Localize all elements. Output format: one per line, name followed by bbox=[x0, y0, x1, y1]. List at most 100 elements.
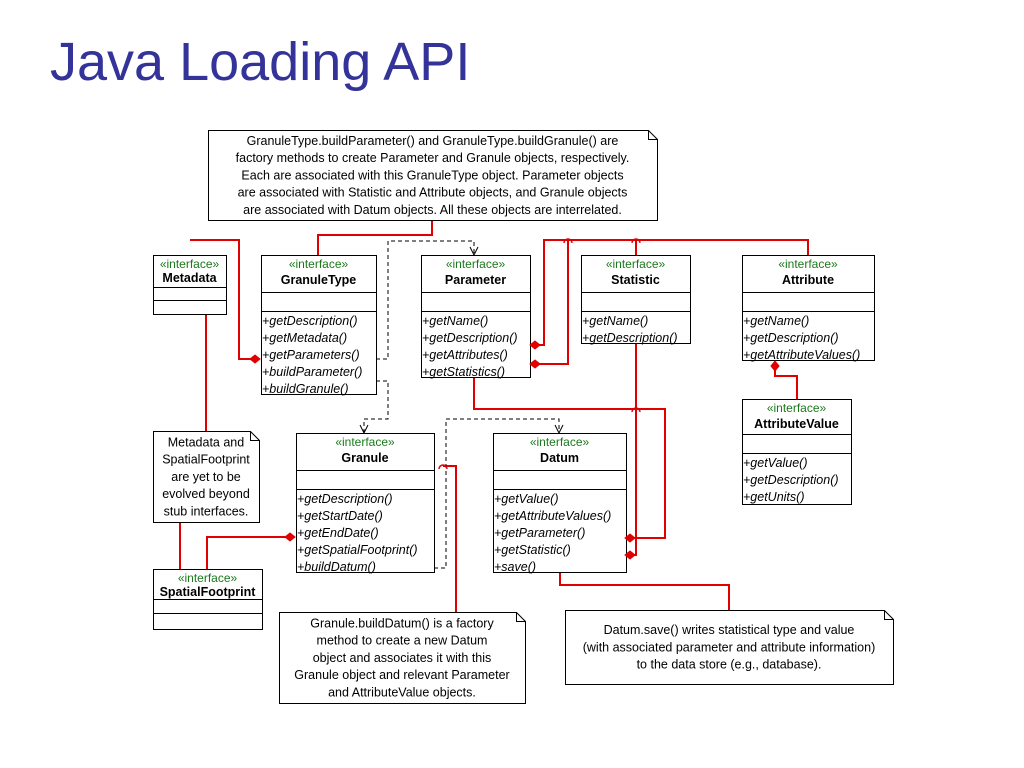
assoc-granule-spatialfootprint bbox=[206, 536, 290, 569]
note-box bbox=[208, 130, 658, 221]
class-method: +getValue() bbox=[494, 492, 559, 506]
class-name: GranuleType bbox=[281, 273, 357, 287]
assoc-granuletype-top-note bbox=[317, 220, 433, 255]
class-method: +getName() bbox=[582, 314, 648, 328]
note-box bbox=[565, 610, 894, 685]
note-line: Each are associated with this GranuleTyp… bbox=[241, 168, 623, 182]
class-statistic[interactable]: «interface» Statistic +getName() +getDescri… bbox=[581, 255, 691, 346]
class-method: +getMetadata() bbox=[262, 331, 347, 345]
crossing-hop-parameter-attribute bbox=[563, 238, 573, 244]
crossing-hop-datum bbox=[631, 407, 641, 413]
class-datum[interactable]: «interface» Datum +getValue() +getAttribute… bbox=[493, 433, 627, 575]
class-method: +getDescription() bbox=[262, 314, 358, 328]
note-fold bbox=[516, 612, 526, 622]
note-line: Granule object and relevant Parameter bbox=[294, 668, 509, 682]
class-method: +getDescription() bbox=[743, 473, 839, 487]
class-name: Metadata bbox=[162, 271, 217, 285]
diamond-parameter-attributes bbox=[529, 359, 541, 369]
class-method: +buildParameter() bbox=[262, 365, 362, 379]
note-line: are associated with Statistic and Attrib… bbox=[238, 186, 628, 200]
dep-buildparameter-parameter bbox=[376, 240, 474, 360]
class-method: +getDescription() bbox=[422, 331, 518, 345]
class-name: AttributeValue bbox=[754, 417, 839, 431]
class-box bbox=[581, 255, 691, 344]
note-line: are associated with Datum objects. All t… bbox=[243, 203, 622, 217]
dep-builddatum-datum bbox=[434, 418, 559, 569]
slide-title: Java Loading API bbox=[50, 32, 471, 92]
assoc-attribute-attributevalue bbox=[774, 366, 798, 399]
class-method: +getAttributes() bbox=[422, 348, 508, 362]
class-method: +getName() bbox=[422, 314, 488, 328]
note-granule: Granule.buildDatum() is a factorymethod … bbox=[279, 612, 526, 704]
class-box bbox=[742, 399, 852, 505]
note-fold bbox=[884, 610, 894, 620]
assoc-granule-note bbox=[443, 465, 457, 612]
class-method: +getUnits() bbox=[743, 490, 804, 504]
note-line: SpatialFootprint bbox=[162, 453, 250, 467]
note-line: Granule.buildDatum() is a factory bbox=[310, 616, 494, 630]
class-stereotype: «interface» bbox=[606, 257, 666, 271]
class-attributevalue[interactable]: «interface» AttributeValue +getValue() +get… bbox=[742, 399, 852, 505]
class-box bbox=[421, 255, 531, 378]
assoc-parameter-attribute bbox=[534, 239, 809, 365]
note-line: evolved beyond bbox=[162, 487, 250, 501]
class-granule[interactable]: «interface»Granule+getDescription()+getS… bbox=[296, 433, 435, 575]
class-method: +getAttributeValues() bbox=[743, 348, 860, 362]
note-line: GranuleType.buildParameter() and Granule… bbox=[247, 134, 619, 148]
note-line: factory methods to create Parameter and … bbox=[236, 151, 630, 165]
assoc-datum-note bbox=[559, 572, 730, 610]
class-attribute[interactable]: «interface»Attribute+getName()+getDescri… bbox=[742, 255, 875, 363]
endpoint-layer bbox=[249, 238, 780, 560]
class-method: +getParameters() bbox=[262, 348, 360, 362]
class-method: +getEndDate() bbox=[297, 526, 379, 540]
class-name: Parameter bbox=[445, 273, 506, 287]
assoc-parameter-datum bbox=[473, 377, 666, 539]
class-box bbox=[493, 433, 627, 573]
assoc-statistic-datum bbox=[632, 343, 637, 556]
note-line: are yet to be bbox=[171, 470, 241, 484]
class-method: +buildGranule() bbox=[262, 382, 349, 396]
note-line: to the data store (e.g., database). bbox=[637, 658, 822, 672]
note-line: and AttributeValue objects. bbox=[328, 685, 476, 699]
class-metadata[interactable]: «interface»Metadata bbox=[153, 255, 227, 315]
note-top: GranuleType.buildParameter() and Granule… bbox=[208, 130, 658, 221]
class-name: Attribute bbox=[782, 273, 834, 287]
dep-buildgranule-granule bbox=[364, 380, 389, 433]
class-name: Datum bbox=[540, 451, 579, 465]
class-method: +getStartDate() bbox=[297, 509, 383, 523]
class-method: +getValue() bbox=[743, 456, 808, 470]
note-line: (with associated parameter and attribute… bbox=[583, 640, 876, 654]
note-box bbox=[279, 612, 526, 704]
class-spatialfootprint[interactable]: «interface»SpatialFootprint bbox=[153, 569, 263, 630]
crossing-hop-granule bbox=[438, 464, 448, 470]
box-layer: «interface»Metadata«interface»GranuleTyp… bbox=[153, 130, 894, 704]
class-name: Granule bbox=[341, 451, 388, 465]
class-method: +getDescription() bbox=[743, 331, 839, 345]
class-stereotype: «interface» bbox=[530, 435, 590, 449]
class-method: +getStatistics() bbox=[422, 365, 505, 379]
class-stereotype: «interface» bbox=[178, 571, 238, 585]
diamond-datum-parameter bbox=[624, 533, 636, 543]
class-box bbox=[742, 255, 875, 361]
class-method: +getStatistic() bbox=[494, 543, 571, 557]
class-name: Statistic bbox=[611, 273, 660, 287]
class-stereotype: «interface» bbox=[767, 401, 827, 415]
class-method: +getDescription() bbox=[297, 492, 393, 506]
diamond-parameter-statistics bbox=[529, 340, 541, 350]
class-box bbox=[153, 255, 227, 315]
class-stereotype: «interface» bbox=[446, 257, 506, 271]
assoc-metadata-granuletype bbox=[190, 239, 255, 360]
class-box bbox=[261, 255, 377, 395]
class-granuletype[interactable]: «interface»GranuleType+getDescription()+… bbox=[261, 255, 377, 397]
class-method: +getParameter() bbox=[494, 526, 585, 540]
class-method: +save() bbox=[494, 560, 536, 574]
class-method: +getAttributeValues() bbox=[494, 509, 611, 523]
class-box bbox=[296, 433, 435, 573]
note-line: object and associates it with this bbox=[313, 651, 492, 665]
class-method: +getSpatialFootprint() bbox=[297, 543, 418, 557]
class-parameter[interactable]: «interface» Parameter +getName() +getDescri… bbox=[421, 255, 531, 380]
note-line: Datum.save() writes statistical type and… bbox=[604, 623, 855, 637]
class-method: +getDescription() bbox=[582, 331, 678, 345]
